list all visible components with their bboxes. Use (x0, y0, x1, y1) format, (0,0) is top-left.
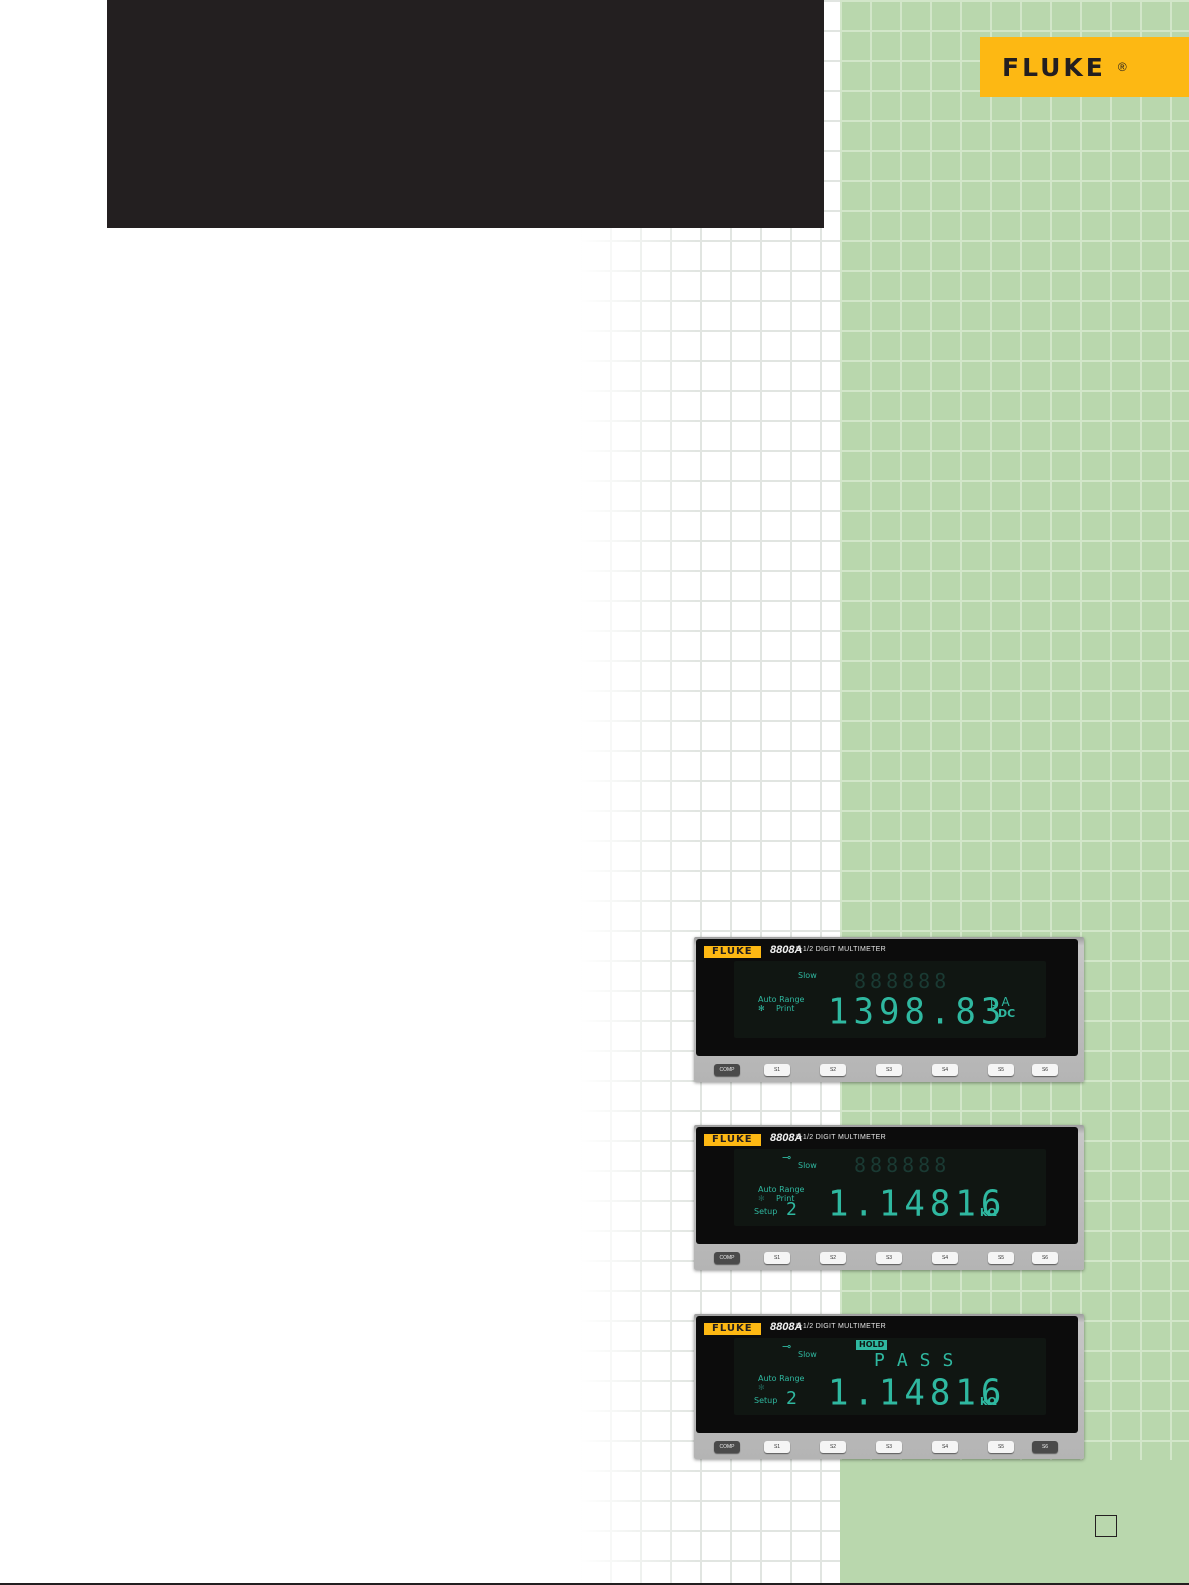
lcd-unit-kilo-ohm: kΩ (980, 1206, 997, 1219)
lcd-hold-badge: HOLD (856, 1340, 888, 1350)
lcd-pass-message: PASS (874, 1350, 966, 1371)
lcd-ghost-segments: 888888 (854, 969, 951, 993)
header-black-block (107, 0, 824, 228)
meter-key-row: COMP S1 S2 S3 S4 S5 S6 (714, 1441, 1068, 1455)
meter-key-row: COMP S1 S2 S3 S4 S5 S6 (714, 1064, 1068, 1078)
lcd-setup-label: Setup (754, 1396, 778, 1405)
multimeter-image-1: FLUKE 8808A 5-1/2 DIGIT MULTIMETER 88888… (694, 937, 1084, 1082)
lock-icon: ⊸ (782, 1340, 792, 1353)
s4-key: S4 (932, 1252, 958, 1264)
s6-key: S6 (1032, 1441, 1058, 1453)
s5-key: S5 (988, 1064, 1014, 1076)
green-sidebar-bottom (840, 1460, 1189, 1585)
lcd-reading: 1398.83 (828, 991, 1007, 1033)
s3-key: S3 (876, 1064, 902, 1076)
lcd-auto-range-label: Auto Range (758, 995, 805, 1004)
s5-key: S5 (988, 1252, 1014, 1264)
lcd-slow-label: Slow (798, 1350, 817, 1359)
fluke-logo-word: FLUKE (1002, 52, 1106, 82)
fluke-logo: FLUKE ® (980, 37, 1189, 97)
s3-key: S3 (876, 1252, 902, 1264)
meter-description: 5-1/2 DIGIT MULTIMETER (796, 1323, 886, 1330)
lcd-display: ⊸ Slow HOLD PASS Auto Range ✻ Setup 2 1.… (734, 1338, 1046, 1415)
meter-description: 5-1/2 DIGIT MULTIMETER (796, 1134, 886, 1141)
s4-key: S4 (932, 1441, 958, 1453)
multimeter-image-2: FLUKE 8808A 5-1/2 DIGIT MULTIMETER 88888… (694, 1125, 1084, 1270)
s4-key: S4 (932, 1064, 958, 1076)
lcd-print-label: Print (776, 1194, 795, 1203)
lcd-asterisk-indicator: ✻ (758, 1194, 765, 1203)
lcd-display: 888888 Slow Auto Range ✻ Print 1398.83 μ… (734, 961, 1046, 1038)
lcd-unit-kilo-ohm: kΩ (980, 1395, 997, 1408)
meter-brand-badge: FLUKE (704, 1134, 761, 1146)
meter-key-row: COMP S1 S2 S3 S4 S5 S6 (714, 1252, 1068, 1266)
s1-key: S1 (764, 1064, 790, 1076)
s2-key: S2 (820, 1441, 846, 1453)
lcd-reading: 1.14816 (828, 1372, 1007, 1414)
lcd-slow-label: Slow (798, 971, 817, 980)
lcd-asterisk-indicator: ✻ (758, 1383, 765, 1392)
s6-key: S6 (1032, 1064, 1058, 1076)
lcd-auto-range-label: Auto Range (758, 1374, 805, 1383)
meter-model: 8808A (770, 1321, 803, 1333)
s3-key: S3 (876, 1441, 902, 1453)
s2-key: S2 (820, 1064, 846, 1076)
meter-face: FLUKE 8808A 5-1/2 DIGIT MULTIMETER 88888… (696, 1127, 1078, 1244)
meter-description: 5-1/2 DIGIT MULTIMETER (796, 946, 886, 953)
lcd-setup-number: 2 (786, 1199, 797, 1220)
comp-key: COMP (714, 1441, 740, 1453)
bottom-rule (0, 1583, 1189, 1585)
lcd-display: 888888 ⊸ Slow Auto Range ✻ Print Setup 2… (734, 1149, 1046, 1226)
meter-brand-badge: FLUKE (704, 946, 761, 958)
comp-key: COMP (714, 1252, 740, 1264)
meter-face: FLUKE 8808A 5-1/2 DIGIT MULTIMETER 88888… (696, 939, 1078, 1056)
s1-key: S1 (764, 1252, 790, 1264)
meter-brand-badge: FLUKE (704, 1323, 761, 1335)
multimeter-image-3: FLUKE 8808A 5-1/2 DIGIT MULTIMETER ⊸ Slo… (694, 1314, 1084, 1459)
s6-key: S6 (1032, 1252, 1058, 1264)
lcd-slow-label: Slow (798, 1161, 817, 1170)
registered-mark: ® (1117, 60, 1127, 74)
lcd-print-label: Print (776, 1004, 795, 1013)
s5-key: S5 (988, 1441, 1014, 1453)
meter-model: 8808A (770, 1132, 803, 1144)
lcd-reading: 1.14816 (828, 1183, 1007, 1225)
meter-face: FLUKE 8808A 5-1/2 DIGIT MULTIMETER ⊸ Slo… (696, 1316, 1078, 1433)
page-number-box (1095, 1515, 1117, 1537)
lcd-setup-label: Setup (754, 1207, 778, 1216)
comp-key: COMP (714, 1064, 740, 1076)
s1-key: S1 (764, 1441, 790, 1453)
s2-key: S2 (820, 1252, 846, 1264)
lcd-unit-micro-amp: μ A (990, 995, 1010, 1009)
lcd-setup-number: 2 (786, 1388, 797, 1409)
lock-icon: ⊸ (782, 1151, 792, 1164)
lcd-ghost-segments: 888888 (854, 1153, 951, 1177)
lcd-asterisk-indicator: ✻ (758, 1004, 765, 1013)
meter-model: 8808A (770, 944, 803, 956)
lcd-unit-dc: DC (998, 1007, 1016, 1020)
lcd-auto-range-label: Auto Range (758, 1185, 805, 1194)
